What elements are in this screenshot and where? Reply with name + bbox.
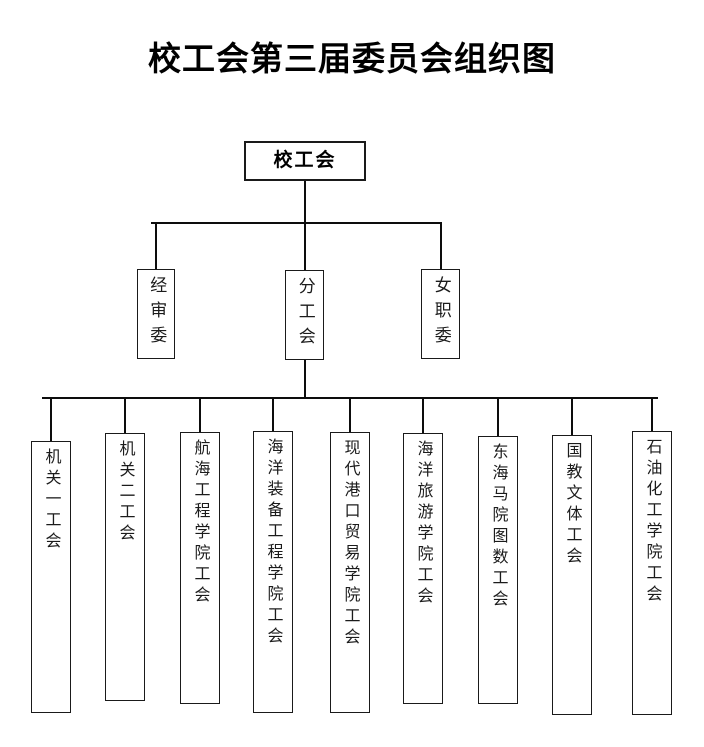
node-label-shiyou-huagong-xueyuan-gonghui: 石油化工学院工会 [643,438,661,606]
connector-drop-nvzhiwei [440,222,442,269]
node-haiyang-lvyou-xueyuan-gonghui[interactable]: 海洋旅游学院工会 [403,433,443,704]
node-guojiao-wenti-gonghui[interactable]: 国教文体工会 [552,435,592,715]
connector-drop-donghai-mayuan [497,397,499,436]
node-fengonghui[interactable]: 分工会 [285,270,324,360]
node-label-haiyang-zhuangbei-gongcheng-xueyuan-gonghui: 海洋装备工程学院工会 [264,438,282,648]
node-nvzhiwei[interactable]: 女职委 [421,269,460,359]
node-jingshenwei[interactable]: 经审委 [137,269,175,359]
node-label-haiyang-lvyou-xueyuan-gonghui: 海洋旅游学院工会 [414,440,432,608]
connector-drop-shiyou-huagong [651,397,653,431]
connector-drop-guojiao-wenti [571,397,573,435]
connector-drop-haiyang-lvyou [422,397,424,433]
node-label-hanghai-gongcheng-xueyuan-gonghui: 航海工程学院工会 [191,439,209,607]
connector-root-stem [304,181,306,223]
connector-drop-hanghai [199,397,201,432]
node-label-fengonghui: 分工会 [295,277,315,352]
node-label-jiguan-yi-gonghui: 机关一工会 [42,448,60,553]
connector-drop-fengonghui [304,222,306,270]
node-haiyang-zhuangbei-gongcheng-xueyuan-gonghui[interactable]: 海洋装备工程学院工会 [253,431,293,713]
connector-drop-jiguan-er [124,397,126,433]
node-label-donghai-mayuan-tushu-gonghui: 东海马院图数工会 [489,443,507,611]
node-jiguan-yi-gonghui[interactable]: 机关一工会 [31,441,71,713]
node-donghai-mayuan-tushu-gonghui[interactable]: 东海马院图数工会 [478,436,518,704]
node-label-jiguan-er-gonghui: 机关二工会 [116,440,134,545]
node-label-jingshenwei: 经审委 [147,276,167,351]
page-title: 校工会第三届委员会组织图 [148,39,556,78]
node-label-nvzhiwei: 女职委 [431,276,451,351]
node-label-xiandai-gangkou-maoyi-xueyuan-gonghui: 现代港口贸易学院工会 [341,439,359,649]
connector-drop-jingshenwei [155,222,157,269]
connector-level2-bus [151,222,442,224]
node-shiyou-huagong-xueyuan-gonghui[interactable]: 石油化工学院工会 [632,431,672,715]
node-school-union[interactable]: 校工会 [244,141,366,181]
node-label-school-union: 校工会 [273,149,337,172]
node-hanghai-gongcheng-xueyuan-gonghui[interactable]: 航海工程学院工会 [180,432,220,704]
node-xiandai-gangkou-maoyi-xueyuan-gonghui[interactable]: 现代港口贸易学院工会 [330,432,370,713]
node-jiguan-er-gonghui[interactable]: 机关二工会 [105,433,145,701]
connector-drop-haiyang-zhuangbei [272,397,274,431]
connector-drop-jiguan-yi [50,397,52,441]
connector-fengonghui-stem [304,360,306,398]
node-label-guojiao-wenti-gonghui: 国教文体工会 [563,442,581,568]
connector-drop-xiandai-gangkou [349,397,351,432]
